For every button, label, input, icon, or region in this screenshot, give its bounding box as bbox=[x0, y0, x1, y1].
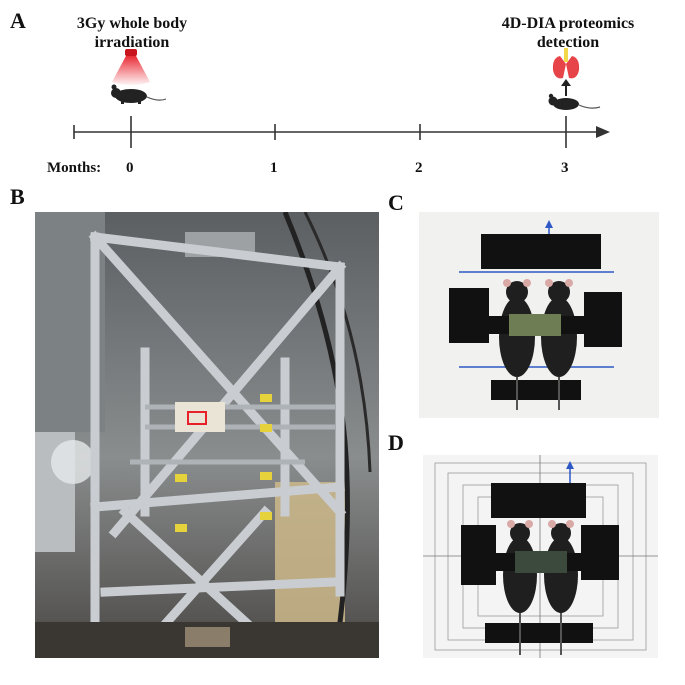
timeline-axis bbox=[73, 116, 598, 148]
tick-label-1: 1 bbox=[270, 160, 278, 176]
panel-label-b: B bbox=[10, 184, 25, 209]
extraction-arrow-icon bbox=[561, 79, 571, 96]
timeline-arrowhead bbox=[596, 126, 610, 138]
mouse-positioning-photo-d bbox=[423, 455, 658, 658]
mouse-positioning-photo-c bbox=[419, 212, 659, 418]
end-event-line2: detection bbox=[536, 34, 600, 51]
panel-label-c: C bbox=[388, 190, 404, 215]
radiation-beam-icon bbox=[112, 49, 150, 85]
axis-label: Months: bbox=[47, 160, 102, 176]
start-event-label: 3Gy whole body irradiation bbox=[52, 14, 212, 52]
start-event-line1: 3Gy whole body bbox=[76, 15, 188, 32]
panel-label-a: A bbox=[10, 8, 26, 33]
tick-label-2: 2 bbox=[415, 160, 423, 176]
irradiation-frame-photo bbox=[35, 212, 379, 658]
mouse-icon-start bbox=[111, 84, 167, 104]
mouse-icon-end bbox=[548, 93, 601, 110]
end-event-label: 4D-DIA proteomics detection bbox=[478, 14, 658, 52]
panel-label-d: D bbox=[388, 430, 404, 455]
tick-label-0: 0 bbox=[126, 160, 134, 176]
end-event-line1: 4D-DIA proteomics bbox=[501, 15, 635, 32]
tick-label-3: 3 bbox=[561, 160, 569, 176]
start-event-line2: irradiation bbox=[94, 34, 170, 51]
timeline-graphic bbox=[73, 48, 610, 148]
sample-position-marker bbox=[187, 411, 207, 425]
lung-icon bbox=[552, 48, 580, 79]
